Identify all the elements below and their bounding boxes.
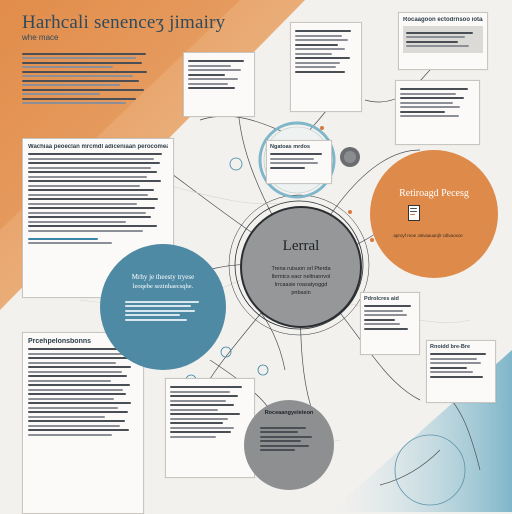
- card-top-center-left: [183, 52, 255, 117]
- card-center-right-small-heading: Pdrolcres aid: [364, 296, 399, 302]
- page-subtitle: whe mace: [22, 33, 59, 42]
- card-center-right-small: Pdrolcres aid: [360, 292, 420, 355]
- teal-circle: [100, 244, 226, 370]
- card-right-bottom: Rnoidd bre-Bre: [426, 340, 496, 403]
- card-top-right: Rocaagoon ectodrnsoo iotaalne: [398, 12, 488, 70]
- card-center-top-small-heading: Ngatoas mrdos: [270, 144, 311, 150]
- card-top-center: [290, 22, 362, 112]
- center-circle-line-3: lrrcaasie roasatyoggd: [274, 282, 328, 288]
- gray-circle-title: Roceaangyeleteon: [264, 410, 314, 416]
- center-circle-title: Lerral: [282, 238, 320, 254]
- center-circle-line-1: Trena ruisuon orl Pterda: [271, 266, 331, 272]
- center-circle-line-2: Ibrmtcs eacr neltnanrvol: [271, 274, 331, 280]
- document-icon: [408, 205, 420, 221]
- card-bottom-center: [165, 378, 255, 478]
- card-left-bottom-heading: Prcehpelonsbonns: [28, 338, 92, 345]
- card-center-top-small: Ngatoas mrdos: [266, 140, 332, 184]
- teal-circle-subtitle: leoqebe sezinhaecsqhe.: [132, 283, 194, 290]
- orange-circle: [370, 150, 498, 278]
- teal-circle-lines: [125, 298, 203, 323]
- card-left-main-heading: Wachiaa peoeclan mrcmdl adiceniaan peroc…: [28, 144, 168, 150]
- orange-circle-title: Retiroagd Pecesg: [399, 188, 469, 199]
- card-right-bottom-heading: Rnoidd bre-Bre: [430, 344, 471, 350]
- card-top-right-heading: Rocaagoon ectodrnsoo iotaalne: [403, 17, 483, 23]
- orange-circle-caption: aproyf reoe Jalvaauanjlr cdlvaoxce: [393, 233, 463, 238]
- center-circle-line-4: pnbasin: [291, 290, 311, 296]
- card-left-bottom: Prcehpelonsbonns: [22, 332, 144, 514]
- center-circle: [240, 206, 362, 328]
- teal-circle-title: Mrhy je theesty tryese: [131, 273, 195, 281]
- card-right-mid: [395, 80, 480, 145]
- page-title: Harhcali senenceʒ jimairy: [22, 12, 226, 33]
- top-left-text-block: [22, 50, 152, 107]
- gray-circle-lines: [260, 424, 318, 454]
